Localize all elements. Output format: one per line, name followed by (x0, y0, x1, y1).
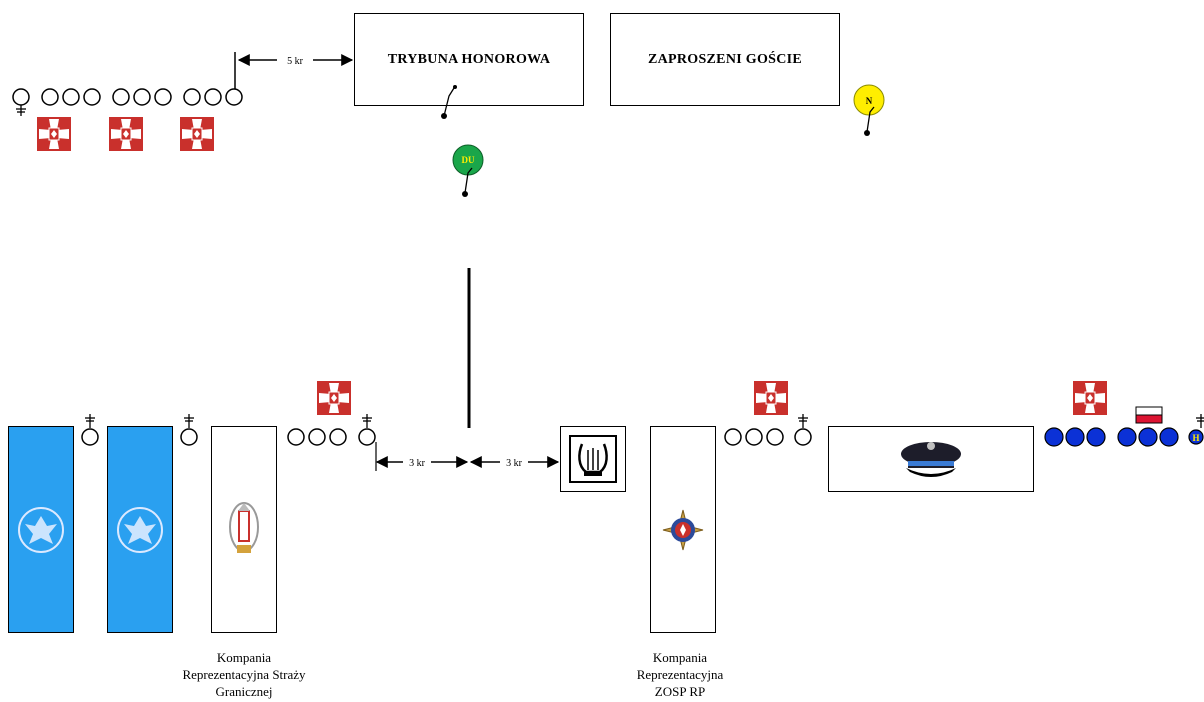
cross-flag-icon (180, 117, 214, 151)
soldier-circle (112, 88, 130, 106)
soldier-circle (183, 88, 201, 106)
lyre-icon (569, 435, 617, 483)
commander-sword-markers (85, 414, 1204, 428)
border-guard-company-block (211, 426, 277, 633)
soldier-circle (154, 88, 172, 106)
blue-soldier-circles (1044, 427, 1204, 447)
commander-sword-icon (16, 105, 26, 116)
honor-tribune-box: TRYBUNA HONOROWA (354, 13, 584, 106)
tribune-pointer (443, 87, 455, 117)
polish-flag-icon (1135, 406, 1163, 424)
soldier-circle (41, 88, 59, 106)
cross-flag-icon (109, 117, 143, 151)
cross-flag-icon (1073, 381, 1107, 415)
blue-banner-2 (107, 426, 173, 633)
h-marker: H (1192, 433, 1199, 443)
zosp-emblem-icon (662, 509, 704, 550)
distance-right-label: 3 kr (506, 458, 523, 469)
cadet-company-block (828, 426, 1034, 492)
commander-circle (12, 88, 30, 106)
lower-soldier-circles (81, 428, 812, 446)
soldier-circle (62, 88, 80, 106)
zosp-company-block (650, 426, 716, 633)
svg-text:N: N (866, 96, 873, 106)
uniform-cap-icon (901, 442, 961, 477)
eagle-emblem-icon (18, 506, 64, 553)
cross-flags (37, 117, 1107, 415)
honor-tribune-label: TRYBUNA HONOROWA (387, 51, 551, 67)
soldier-circle (133, 88, 151, 106)
invited-guests-box: ZAPROSZENI GOŚCIE (610, 13, 840, 106)
top-soldier-row (12, 88, 243, 106)
svg-text:DU: DU (462, 155, 475, 165)
n-marker: N (853, 84, 885, 136)
eagle-emblem-icon (117, 506, 163, 553)
invited-guests-label: ZAPROSZENI GOŚCIE (647, 51, 803, 67)
soldier-circle (225, 88, 243, 106)
cross-flag-icon (37, 117, 71, 151)
border-guard-caption: Kompania Reprezentacyjna Straży Graniczn… (182, 650, 306, 699)
cross-flag-icon (317, 381, 351, 415)
zosp-caption: Kompania Reprezentacyjna ZOSP RP (636, 650, 724, 699)
military-band-block (560, 426, 626, 492)
distance-left-label: 3 kr (409, 458, 426, 469)
soldier-circle (83, 88, 101, 106)
cross-flag-icon (754, 381, 788, 415)
soldier-circle (204, 88, 222, 106)
border-guard-emblem-icon (229, 501, 259, 553)
blue-banner-1 (8, 426, 74, 633)
du-marker: DU (452, 144, 484, 197)
distance-top-label: 5 kr (287, 56, 304, 67)
